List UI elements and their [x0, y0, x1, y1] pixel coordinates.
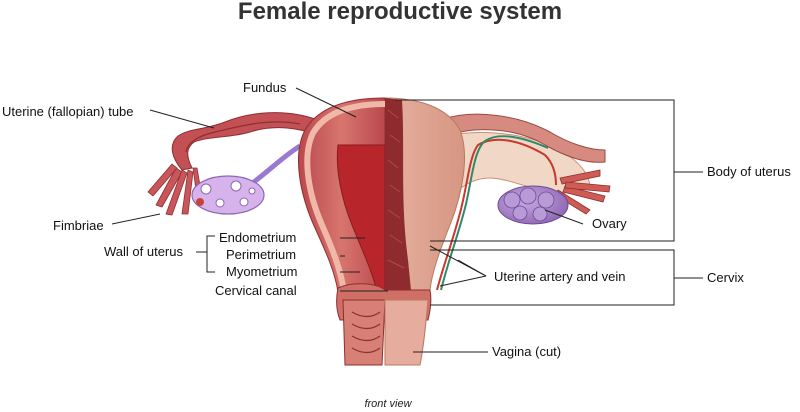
left-ovary-follicles — [200, 180, 256, 208]
left-fallopian-tube — [171, 112, 321, 171]
label-ovary: Ovary — [592, 216, 627, 231]
left-ovary-corpus — [196, 198, 204, 206]
label-vagina: Vagina (cut) — [492, 344, 562, 359]
uterine-vein — [440, 135, 549, 291]
left-ovary — [191, 175, 265, 215]
label-uterine-artery-vein: Uterine artery and vein — [494, 269, 626, 284]
label-cervix: Cervix — [707, 270, 744, 285]
cut-surface — [385, 98, 412, 300]
right-fallopian-tube — [439, 113, 606, 163]
label-myometrium: Myometrium — [226, 264, 298, 279]
vagina — [342, 299, 386, 366]
uterine-cavity — [336, 144, 386, 296]
label-endometrium: Endometrium — [219, 230, 297, 245]
label-fundus: Fundus — [243, 80, 287, 95]
left-ovarian-ligament — [248, 143, 302, 187]
vagina-right — [384, 299, 429, 366]
leader-lines — [111, 87, 703, 353]
cut-texture — [387, 109, 405, 269]
page-title: Female reproductive system — [237, 0, 563, 25]
label-body-of-uterus: Body of uterus — [707, 164, 791, 179]
label-wall-of-uterus: Wall of uterus — [104, 244, 183, 259]
label-fallopian-tube: Uterine (fallopian) tube — [2, 104, 134, 119]
label-perimetrium: Perimetrium — [226, 247, 297, 262]
label-fimbriae: Fimbriae — [53, 218, 104, 233]
fimbriae-fingers — [147, 163, 204, 216]
footer-caption: front view — [364, 398, 412, 410]
label-cervical-canal: Cervical canal — [215, 283, 297, 298]
left-tube-lumen — [185, 121, 301, 153]
uterine-artery — [436, 138, 557, 291]
vaginal-rugae — [351, 311, 381, 354]
right-ovary-bumps — [503, 187, 555, 222]
